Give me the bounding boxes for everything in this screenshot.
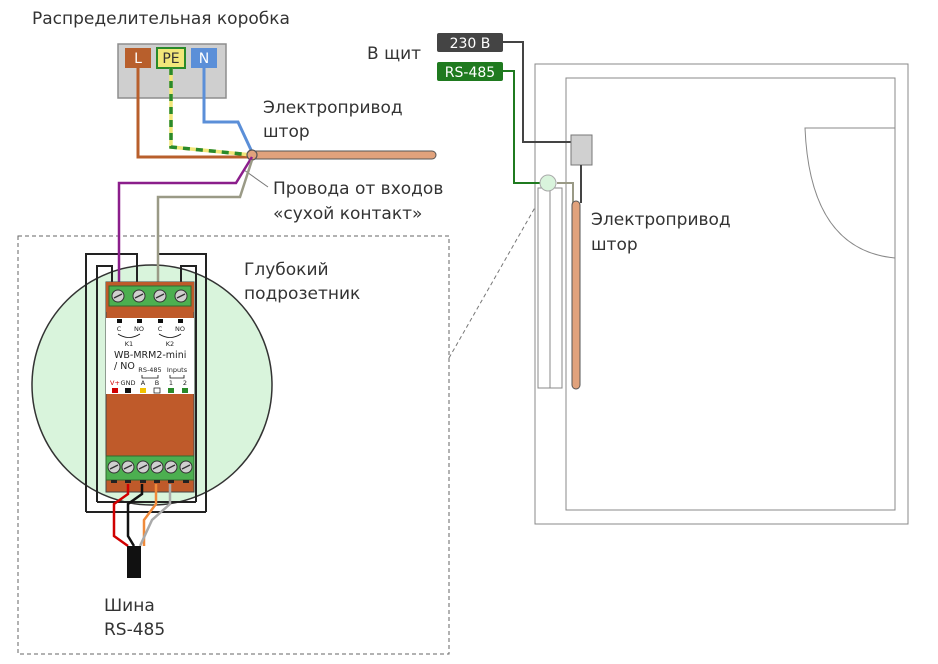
- deep-box-frame: [17, 235, 450, 655]
- module-vplus: V+: [110, 379, 120, 387]
- dry-contact-wire-1: [117, 156, 254, 282]
- module-b: B: [155, 379, 159, 387]
- inputs-label-1: Провода от входов: [273, 179, 443, 199]
- module-c1: C: [117, 325, 122, 333]
- deep-box-label-1: Глубокий: [244, 260, 329, 280]
- relay-module: C NO C NO K1 K2 WB-MRM2-mini / NO RS-485…: [105, 281, 195, 493]
- module-inputs-label: Inputs: [167, 366, 188, 374]
- terminal-l: [125, 48, 151, 68]
- terminal-pe-label: PE: [162, 51, 179, 67]
- deep-box-label-2: подрозетник: [244, 284, 360, 304]
- bottom-terminal-block: [105, 455, 195, 481]
- top-drive-label-2: штор: [263, 122, 310, 142]
- module-rs485-label: RS-485: [138, 366, 161, 374]
- deep-box-marker: [539, 174, 557, 192]
- module-k1: K1: [125, 340, 133, 348]
- terminal-n-label: N: [199, 51, 209, 67]
- zoom-line: [448, 189, 546, 359]
- drive-power-box: [570, 134, 593, 166]
- to-panel-label: В щит: [367, 44, 421, 64]
- module-no2: NO: [175, 325, 185, 333]
- terminal-n: [191, 48, 217, 68]
- inputs-label-2: «сухой контакт»: [273, 204, 422, 224]
- module-no1: NO: [134, 325, 144, 333]
- bus-label-2: RS-485: [104, 620, 165, 640]
- neutral-wire: [202, 68, 254, 153]
- module-name-1: WB-MRM2-mini: [114, 350, 186, 361]
- rs485-cable-jacket: [127, 546, 141, 578]
- bus-label-1: Шина: [104, 596, 155, 616]
- module-name-2: / NO: [114, 361, 135, 372]
- tag-rs485: RS-485: [445, 65, 495, 81]
- right-drive-label-1: Электропривод: [591, 210, 731, 230]
- module-c2: C: [158, 325, 163, 333]
- junction-box: L PE N: [117, 43, 227, 99]
- right-drive-label-2: штор: [591, 235, 638, 255]
- module-in2: 2: [183, 379, 187, 387]
- terminal-l-label: L: [134, 51, 142, 67]
- mains-wires: [136, 68, 254, 159]
- mains-feed-wire: [503, 41, 571, 143]
- junction-box-label: Распределительная коробка: [32, 9, 290, 29]
- module-k2: K2: [166, 340, 174, 348]
- module-a: A: [141, 379, 146, 387]
- dry-contact-wire-2: [156, 159, 254, 282]
- top-drive-label-1: Электропривод: [263, 98, 403, 118]
- module-in1: 1: [169, 379, 173, 387]
- rs485-feed-wire: [503, 70, 547, 184]
- room-plan: [534, 63, 909, 525]
- tag-230v: 230 В: [450, 36, 491, 52]
- panel-tags: 230 В RS-485: [437, 33, 503, 81]
- rs485-cable: [112, 484, 172, 548]
- top-curtain-drive: [246, 149, 437, 161]
- module-gnd: GND: [121, 379, 136, 387]
- phase-wire: [136, 68, 252, 159]
- pe-wire-green: [169, 68, 253, 157]
- top-terminal-block: [108, 285, 192, 307]
